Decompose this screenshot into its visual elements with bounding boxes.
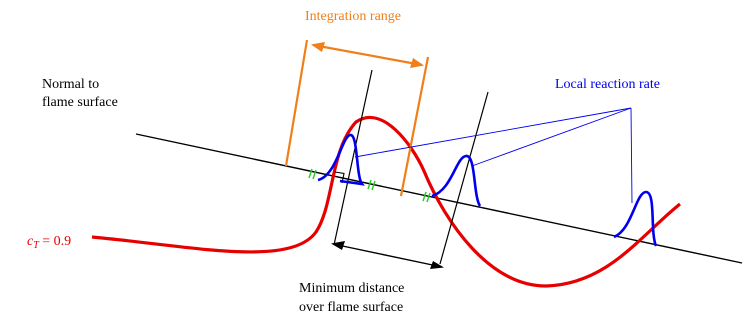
ct-subscript: T bbox=[33, 240, 40, 251]
minimum-distance-label-line2: over flame surface bbox=[299, 300, 403, 315]
minimum-distance-arrow bbox=[331, 241, 444, 269]
reaction-rate-peak-3 bbox=[613, 190, 658, 247]
normal-label-line2: flame surface bbox=[42, 95, 118, 110]
reaction-rate-peak-2 bbox=[431, 154, 482, 207]
normal-line bbox=[135, 133, 743, 264]
right-angle-marker bbox=[334, 171, 345, 184]
ct-value: = 0.9 bbox=[39, 234, 71, 249]
cross-line-left bbox=[333, 69, 373, 246]
integration-range-label: Integration range bbox=[305, 9, 401, 24]
integration-range-bracket bbox=[284, 39, 430, 197]
reaction-rate-peak-1 bbox=[317, 133, 365, 186]
minimum-distance-label-line1: Minimum distance bbox=[299, 281, 404, 296]
ct-symbol: c bbox=[27, 234, 34, 249]
local-reaction-rate-label: Local reaction rate bbox=[555, 77, 660, 92]
reaction-rate-pointers bbox=[354, 107, 633, 204]
equal-distance-marks bbox=[308, 168, 431, 203]
ct-iso-label: cT = 0.9 bbox=[27, 234, 71, 251]
cross-line-right bbox=[439, 91, 489, 265]
flame-surface-curve bbox=[91, 115, 681, 288]
normal-label-line1: Normal to bbox=[42, 77, 99, 92]
